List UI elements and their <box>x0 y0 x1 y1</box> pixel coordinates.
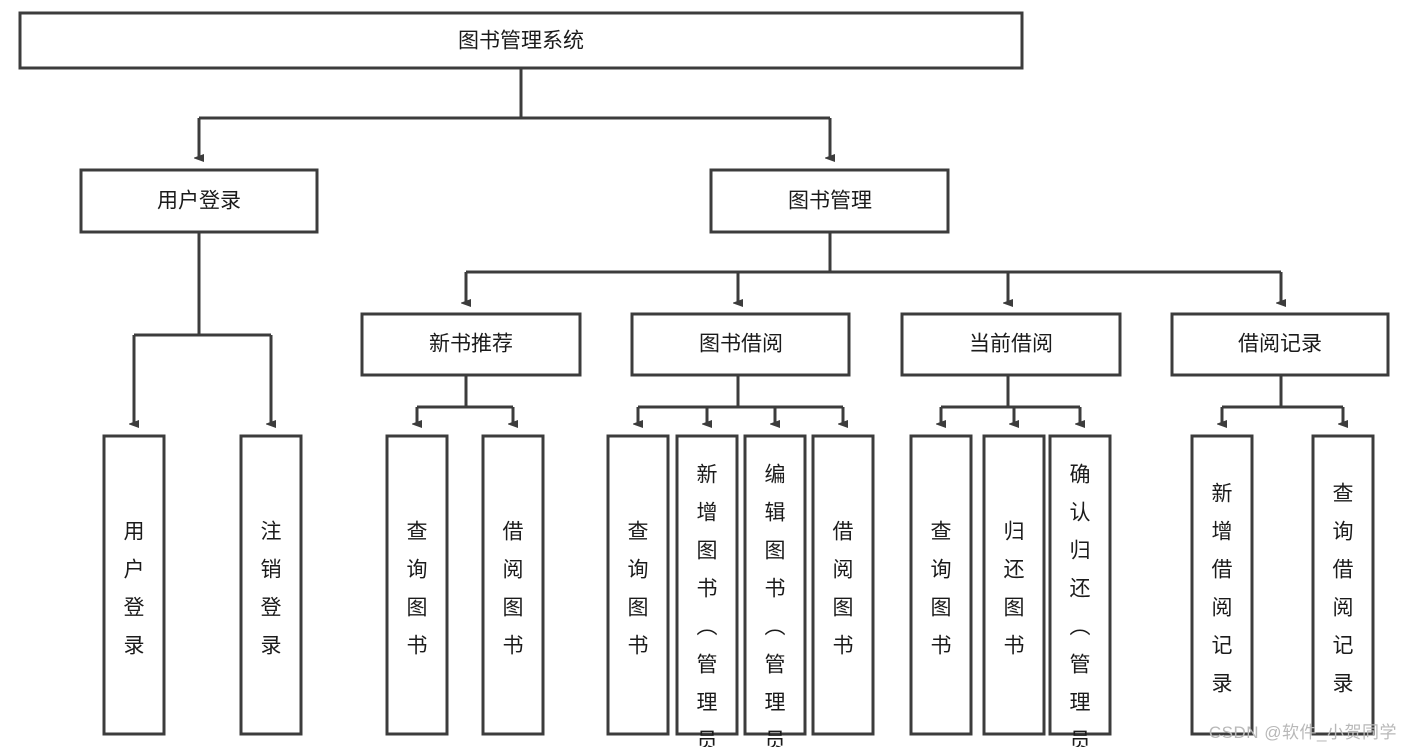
node-leaf-query-book-1-box[interactable] <box>385 434 449 736</box>
node-leaf-confirm-return[interactable]: 确认归还︵管理员︶ <box>1048 434 1112 747</box>
node-leaf-edit-book[interactable]: 编辑图书︵管理员︶ <box>743 434 807 747</box>
node-leaf-query-book-2-label: 查询图书 <box>628 521 649 658</box>
node-current-borrow[interactable]: 当前借阅 <box>900 312 1122 377</box>
node-leaf-borrow-book-1[interactable]: 借阅图书 <box>481 434 545 736</box>
node-leaf-confirm-return-box[interactable] <box>1048 434 1112 736</box>
node-borrow-record[interactable]: 借阅记录 <box>1170 312 1390 377</box>
node-leaf-confirm-return-label: 确认归还︵管理员︶ <box>1070 464 1091 747</box>
node-root-label: 图书管理系统 <box>458 30 584 53</box>
node-leaf-add-record-box[interactable] <box>1190 434 1254 736</box>
node-leaf-query-book-2-box[interactable] <box>606 434 670 736</box>
node-user-login-box[interactable] <box>79 168 319 234</box>
node-leaf-query-book-1[interactable]: 查询图书 <box>385 434 449 736</box>
node-book-management-box[interactable] <box>709 168 950 234</box>
node-leaf-query-record-box[interactable] <box>1311 434 1375 736</box>
node-borrow-record-box[interactable] <box>1170 312 1390 377</box>
node-root[interactable]: 图书管理系统 <box>18 11 1024 70</box>
node-leaf-user-login-label: 用户登录 <box>124 521 145 658</box>
node-leaf-add-book-label: 新增图书︵管理员︶ <box>697 464 718 747</box>
node-leaf-return-book[interactable]: 归还图书 <box>982 434 1046 736</box>
node-leaf-borrow-book-2-label: 借阅图书 <box>833 521 854 658</box>
node-borrow-record-label: 借阅记录 <box>1238 333 1322 356</box>
node-leaf-user-logout[interactable]: 注销登录 <box>239 434 303 736</box>
node-leaf-add-record[interactable]: 新增借阅记录 <box>1190 434 1254 736</box>
node-leaf-query-record-label: 查询借阅记录 <box>1333 483 1354 696</box>
node-user-login[interactable]: 用户登录 <box>79 168 319 234</box>
node-book-borrow-label: 图书借阅 <box>699 333 783 356</box>
node-leaf-add-book[interactable]: 新增图书︵管理员︶ <box>675 434 739 747</box>
node-new-book-recommend-box[interactable] <box>360 312 582 377</box>
node-leaf-query-book-3-label: 查询图书 <box>931 521 952 658</box>
node-leaf-edit-book-label: 编辑图书︵管理员︶ <box>765 464 786 747</box>
node-leaf-user-login-box[interactable] <box>102 434 166 736</box>
node-current-borrow-label: 当前借阅 <box>969 333 1053 356</box>
node-new-book-recommend[interactable]: 新书推荐 <box>360 312 582 377</box>
node-book-borrow[interactable]: 图书借阅 <box>630 312 851 377</box>
node-leaf-add-book-box[interactable] <box>675 434 739 736</box>
node-leaf-edit-book-box[interactable] <box>743 434 807 736</box>
node-leaf-query-book-3[interactable]: 查询图书 <box>909 434 973 736</box>
node-leaf-add-record-label: 新增借阅记录 <box>1212 483 1233 696</box>
node-leaf-borrow-book-2[interactable]: 借阅图书 <box>811 434 875 736</box>
node-new-book-recommend-label: 新书推荐 <box>429 333 513 356</box>
node-leaf-query-book-2[interactable]: 查询图书 <box>606 434 670 736</box>
node-leaf-user-logout-box[interactable] <box>239 434 303 736</box>
node-user-login-label: 用户登录 <box>157 190 241 213</box>
node-leaf-borrow-book-1-box[interactable] <box>481 434 545 736</box>
leaf-node-layer: 用户登录 注销登录 查询图书 借阅图书 查询图书 新增图书︵管理员︶ 编辑图书︵管理员︶ 借阅… <box>102 434 1375 747</box>
node-book-borrow-box[interactable] <box>630 312 851 377</box>
node-book-management[interactable]: 图书管理 <box>709 168 950 234</box>
node-leaf-user-login[interactable]: 用户登录 <box>102 434 166 736</box>
node-book-management-label: 图书管理 <box>788 190 872 213</box>
node-current-borrow-box[interactable] <box>900 312 1122 377</box>
node-leaf-borrow-book-1-label: 借阅图书 <box>503 521 524 658</box>
node-leaf-borrow-book-2-box[interactable] <box>811 434 875 736</box>
node-leaf-query-record[interactable]: 查询借阅记录 <box>1311 434 1375 736</box>
node-leaf-query-book-1-label: 查询图书 <box>407 521 428 658</box>
node-leaf-user-logout-label: 注销登录 <box>261 521 282 658</box>
node-root-box[interactable] <box>18 11 1024 70</box>
connector-group <box>134 68 1343 424</box>
node-leaf-return-book-label: 归还图书 <box>1004 521 1025 658</box>
node-leaf-return-book-box[interactable] <box>982 434 1046 736</box>
node-leaf-query-book-3-box[interactable] <box>909 434 973 736</box>
